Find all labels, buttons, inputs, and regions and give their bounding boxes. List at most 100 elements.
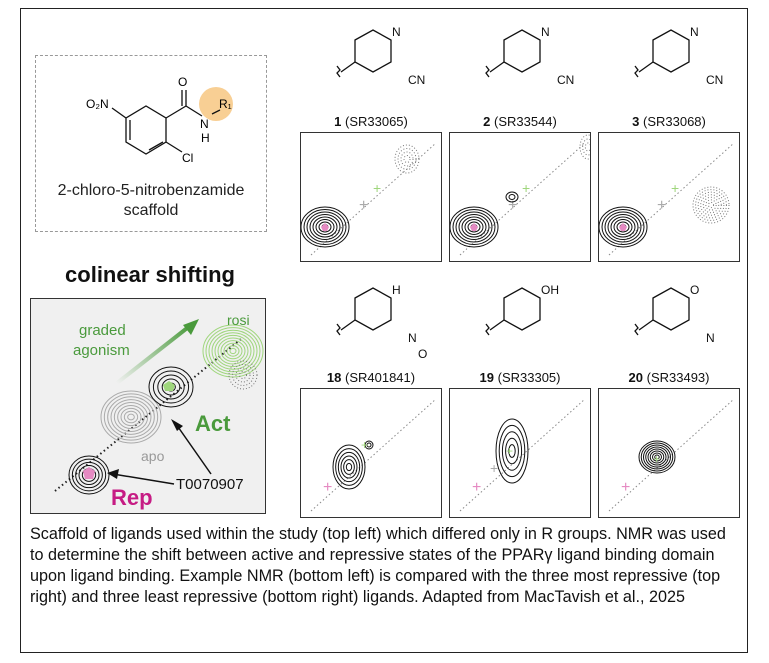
rep-contour bbox=[75, 461, 103, 489]
rep-marker: + bbox=[621, 479, 630, 496]
svg-text:+: + bbox=[653, 452, 660, 466]
group-label: CN bbox=[557, 73, 574, 87]
group-label: OH bbox=[541, 283, 559, 297]
rep-marker: + bbox=[472, 479, 481, 496]
contour bbox=[692, 186, 730, 224]
contour bbox=[616, 221, 630, 233]
contour bbox=[455, 211, 493, 243]
r-group-highlight bbox=[199, 87, 233, 121]
contour bbox=[700, 194, 722, 216]
contour bbox=[397, 148, 417, 170]
svg-text:rosi: rosi bbox=[227, 312, 250, 328]
contour bbox=[495, 418, 529, 484]
nmr-panel-18: ++ bbox=[300, 388, 442, 518]
compound-label: 3 (SR33068) bbox=[632, 114, 706, 129]
contour bbox=[702, 196, 720, 214]
compound-2-structure: N CN bbox=[485, 25, 574, 87]
svg-text:+: + bbox=[361, 438, 368, 452]
contour bbox=[654, 454, 660, 460]
rosi-contour bbox=[211, 332, 255, 370]
contour bbox=[303, 209, 347, 245]
group-label: N bbox=[690, 25, 699, 39]
nmr-panel-20: ++ bbox=[598, 388, 740, 518]
svg-text:agonism: agonism bbox=[73, 342, 130, 359]
rosi-contour bbox=[223, 342, 243, 360]
apo-contour bbox=[127, 413, 135, 421]
group-label: N bbox=[408, 331, 417, 345]
apo-marker: + bbox=[359, 197, 368, 214]
rep-contour bbox=[78, 465, 100, 485]
contour bbox=[707, 201, 715, 209]
compound-3-structure: N CN bbox=[634, 25, 723, 87]
compound-label: 20 (SR33493) bbox=[628, 370, 710, 385]
group-label: O bbox=[418, 347, 427, 361]
rosi-contour bbox=[205, 327, 261, 375]
rosi-contour bbox=[217, 337, 249, 365]
figure-frame bbox=[20, 8, 748, 653]
svg-text:graded: graded bbox=[79, 322, 126, 339]
example-title: colinear shifting bbox=[65, 262, 235, 287]
contour bbox=[458, 214, 490, 240]
apo-contour bbox=[123, 410, 139, 424]
group-label: O bbox=[690, 283, 699, 297]
apo-contour bbox=[110, 399, 152, 435]
contour bbox=[467, 221, 481, 233]
example-nmr-panel: graded agonism rosi apo Act Rep T0070907 bbox=[30, 298, 266, 514]
contour bbox=[601, 209, 645, 245]
contour bbox=[332, 444, 366, 490]
contour bbox=[652, 452, 662, 462]
rosi-marker: + bbox=[522, 180, 530, 196]
nmr-panel-2: ++ bbox=[449, 132, 597, 262]
contour bbox=[340, 455, 358, 479]
group-label: N bbox=[541, 25, 550, 39]
contour bbox=[366, 442, 372, 448]
contour bbox=[403, 155, 411, 163]
dotted-contour bbox=[235, 367, 251, 383]
compound-20-structure: ON bbox=[634, 283, 715, 345]
rosi-contour bbox=[226, 345, 240, 357]
contour bbox=[335, 448, 363, 486]
contour bbox=[695, 189, 727, 221]
apo-marker: + bbox=[657, 197, 666, 214]
apo-contour bbox=[113, 402, 149, 432]
act-contour bbox=[148, 366, 194, 408]
contour bbox=[498, 424, 526, 478]
group-label: CN bbox=[706, 73, 723, 87]
contour bbox=[315, 219, 335, 235]
group-label: N bbox=[392, 25, 401, 39]
contour bbox=[345, 462, 353, 472]
rosi-contour bbox=[214, 334, 252, 368]
scaffold-box: O N H R₁ O₂N Cl 2-chloro-5-nitrobenzamid… bbox=[35, 55, 267, 232]
group-label: H bbox=[392, 283, 401, 297]
graded-agonism-arrow bbox=[115, 323, 193, 385]
rep-contour bbox=[71, 458, 107, 492]
contour bbox=[309, 214, 341, 240]
contour bbox=[449, 206, 499, 248]
svg-text:T0070907: T0070907 bbox=[176, 476, 244, 493]
compound-18-structure: H NO bbox=[336, 283, 427, 361]
contour bbox=[461, 216, 487, 238]
svg-text:+: + bbox=[506, 444, 513, 458]
rosi-contour bbox=[229, 347, 237, 355]
contour bbox=[312, 216, 338, 238]
group-label: N bbox=[706, 331, 715, 345]
dotted-contour bbox=[228, 360, 258, 390]
contour bbox=[638, 440, 676, 474]
contour bbox=[649, 450, 665, 464]
nmr-panel-19: +++ bbox=[449, 388, 591, 518]
apo-contour bbox=[100, 390, 162, 444]
svg-text:O₂N: O₂N bbox=[86, 97, 109, 111]
contour bbox=[400, 151, 414, 167]
figure-caption: Scaffold of ligands used within the stud… bbox=[30, 525, 726, 606]
dotted-contour bbox=[232, 364, 254, 386]
rep-marker: + bbox=[323, 479, 332, 496]
compound-19-structure: OH bbox=[485, 283, 559, 336]
act-contour bbox=[157, 374, 185, 400]
contour bbox=[640, 442, 674, 472]
contour bbox=[364, 440, 374, 450]
contour bbox=[604, 211, 642, 243]
rosi-marker: + bbox=[671, 180, 679, 196]
rosi-marker: + bbox=[373, 180, 381, 196]
apo-contour bbox=[117, 404, 145, 430]
